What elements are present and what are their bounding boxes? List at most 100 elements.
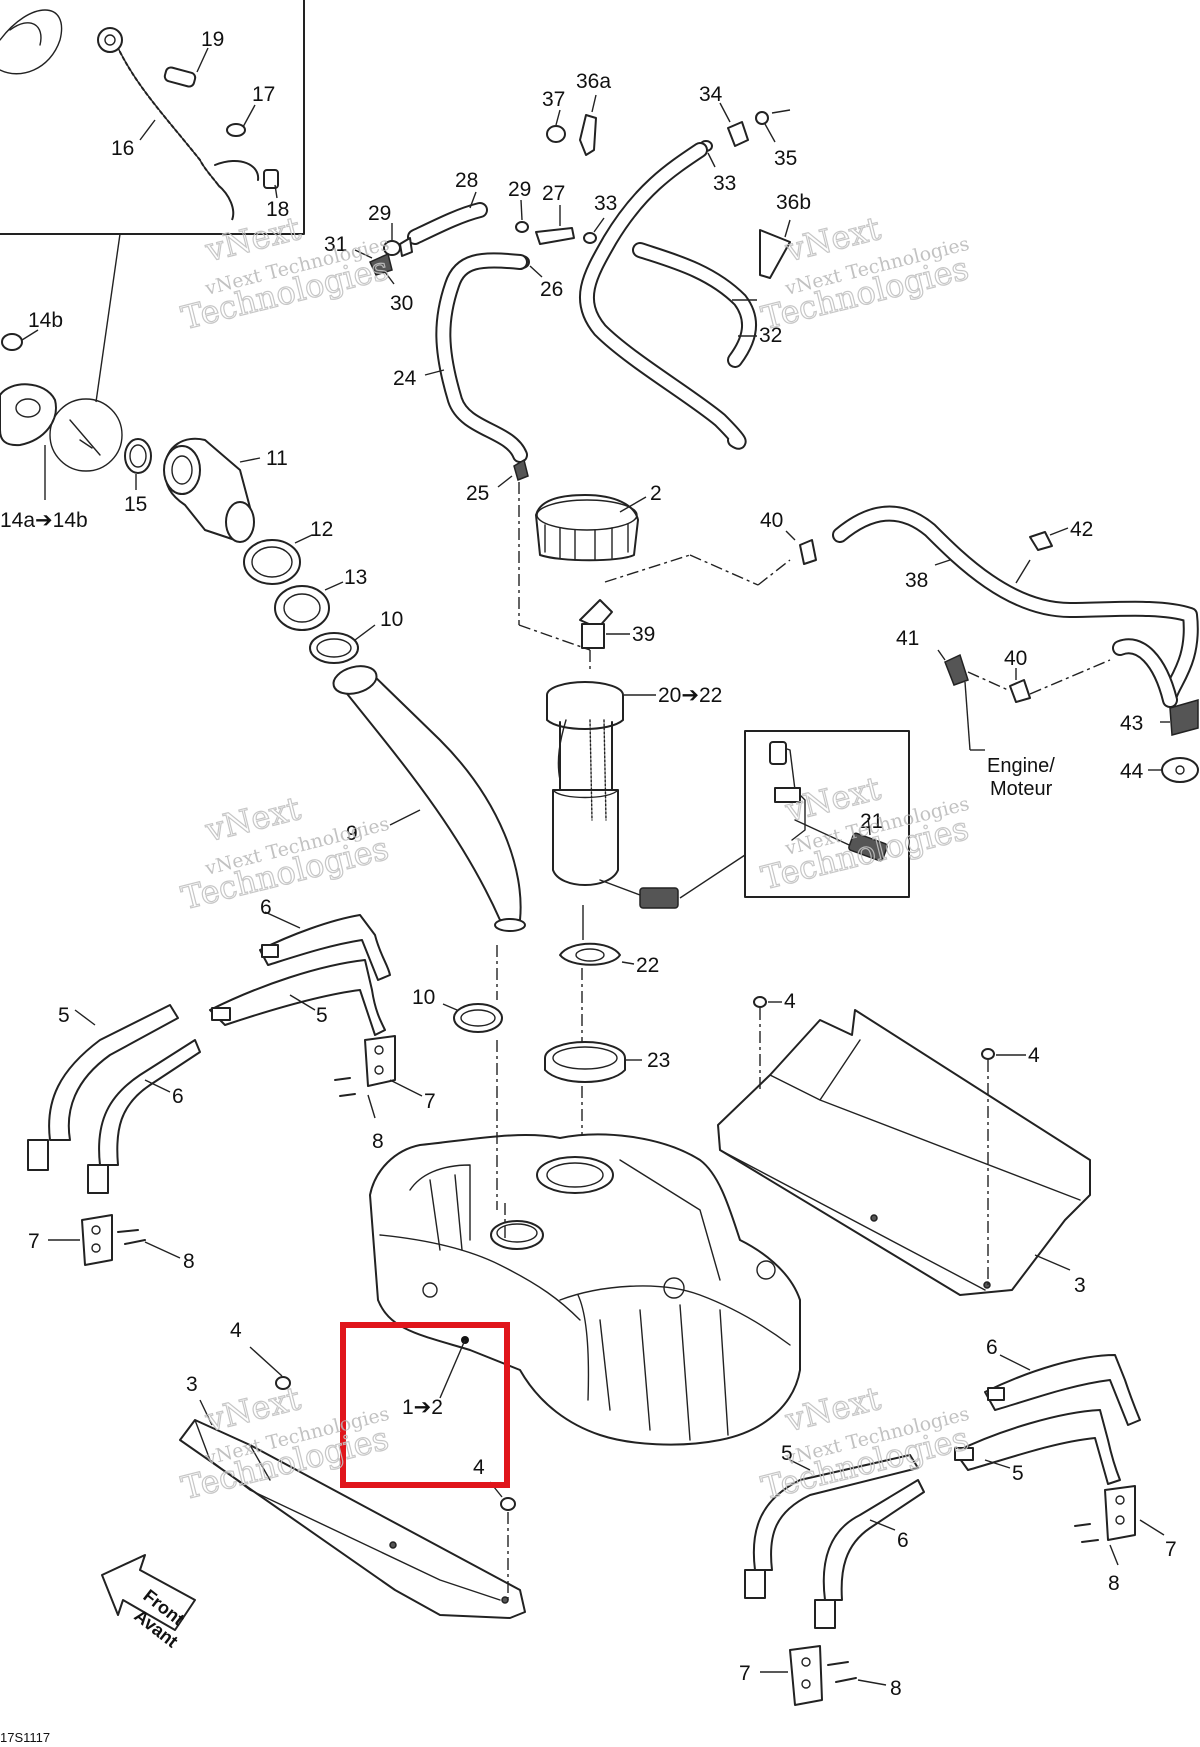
part-7-bracket-bottom [789,1645,823,1706]
part-14-fuel-cap [0,383,57,447]
callout-11: 11 [266,447,288,470]
part-15-gasket [124,438,152,474]
watermark-4: vNext vNext Technologies Technologies [757,769,973,898]
inset-frame [0,0,305,235]
part-34 [727,121,749,147]
return-line-group: 40 38 42 41 Engine/ Moteur 40 43 44 [760,505,1199,800]
callout-16: 16 [111,137,134,160]
callout-6-left: 6 [172,1085,184,1108]
callout-36a: 36a [576,70,611,93]
callout-33-top: 33 [713,172,736,195]
part-36a [579,114,597,156]
callout-38: 38 [905,569,928,592]
callout-23: 23 [647,1049,670,1072]
part-21-sender [639,887,679,909]
part-14b-cap-plug [1,333,23,351]
left-skid-plate: 3 4 4 1➔2 Front Avant [101,1319,526,1652]
part-5-strap-top [209,959,386,1036]
upper-straps: 6 5 7 8 [209,896,436,1153]
callout-6-right-top: 6 [986,1336,998,1359]
fuel-tank [369,1133,801,1446]
front-arrow [101,1554,196,1631]
callout-3-left: 3 [186,1373,198,1396]
callout-22: 22 [636,954,659,977]
part-44-washer [1161,757,1199,783]
inset-bubble [49,398,123,472]
part-25 [513,458,529,482]
callout-21: 21 [860,810,883,833]
part-27-tee [535,227,575,245]
callout-18: 18 [266,198,289,221]
callout-30: 30 [390,292,413,315]
callout-26: 26 [540,278,563,301]
vent-hoses: 37 36a 34 35 33 36b 32 28 29 27 [324,70,811,625]
right-lower-straps: 6 5 5 6 7 8 7 8 [739,1336,1177,1706]
part-37 [546,125,566,143]
callout-25: 25 [466,482,489,505]
callout-17: 17 [252,83,275,106]
part-29 [383,240,401,256]
callout-10-upper: 10 [380,608,403,631]
callout-5-right-a: 5 [1012,1462,1024,1485]
callout-4-center: 4 [473,1456,485,1479]
callout-7-bottom: 7 [739,1662,751,1685]
tether-inset: 19 17 16 18 [0,0,305,403]
callout-28: 28 [455,169,478,192]
part-3-skid-right [717,1009,1091,1296]
callout-7-left: 7 [28,1230,40,1253]
part-4-plug-b [981,1048,995,1060]
callout-6-right-b: 6 [897,1529,909,1552]
right-skid-plate: 4 4 3 10 [412,945,1091,1297]
part-41 [944,653,969,686]
callout-12: 12 [310,518,333,541]
part-5-strap-right-lower [752,1454,919,1571]
part-40-top [799,539,817,565]
callout-8-right: 8 [1108,1572,1120,1595]
callout-37: 37 [542,88,565,111]
part-6-strap-right [984,1354,1141,1426]
part-43 [1169,699,1199,736]
part-36b [759,229,791,279]
callout-35: 35 [774,147,797,170]
callout-41: 41 [896,627,919,650]
part-4-plug-center [500,1497,516,1511]
callout-7-top: 7 [424,1090,436,1113]
callout-2: 2 [650,482,662,505]
callout-9: 9 [346,822,358,845]
callout-5-left: 5 [58,1004,70,1027]
part-42-clip [1029,531,1053,551]
callout-13: 13 [344,566,367,589]
callout-29-left: 29 [368,202,391,225]
callout-8-left: 8 [183,1250,195,1273]
part-7-bracket-right [1104,1485,1136,1541]
callout-5-top: 5 [316,1004,328,1027]
part-4-plug-a [753,996,767,1008]
callout-6-top: 6 [260,896,272,919]
part-31 [369,252,393,276]
callout-4-right-b: 4 [1028,1044,1040,1067]
callout-10-lower: 10 [412,986,435,1009]
part-3-skid-left [179,1419,526,1619]
fuel-pump-group: 2 39 20➔22 21 22 [518,482,910,1160]
callout-3-right: 3 [1074,1274,1086,1297]
part-6-strap-right-lower [822,1479,925,1601]
callout-4-right-a: 4 [784,990,796,1013]
callout-36b: 36b [776,191,811,214]
watermark-3: vNext vNext Technologies Technologies [177,789,393,918]
engine-label-line1: Engine/ [987,755,1055,777]
callout-1-2: 1➔2 [402,1396,443,1419]
part-4-plug-left [275,1376,291,1390]
callout-34: 34 [699,83,723,106]
engine-label-line2: Moteur [990,778,1053,800]
part-7-bracket-top [364,1035,396,1087]
callout-31: 31 [324,233,347,256]
callout-40-bottom: 40 [1004,647,1027,670]
callout-32: 32 [759,324,782,347]
callout-43: 43 [1120,712,1143,735]
callout-29-top: 29 [508,178,531,201]
callout-4-left: 4 [230,1319,242,1342]
callout-5-right-b: 5 [781,1442,793,1465]
callout-14a-14b: 14a➔14b [0,509,88,532]
callout-8-top: 8 [372,1130,384,1153]
